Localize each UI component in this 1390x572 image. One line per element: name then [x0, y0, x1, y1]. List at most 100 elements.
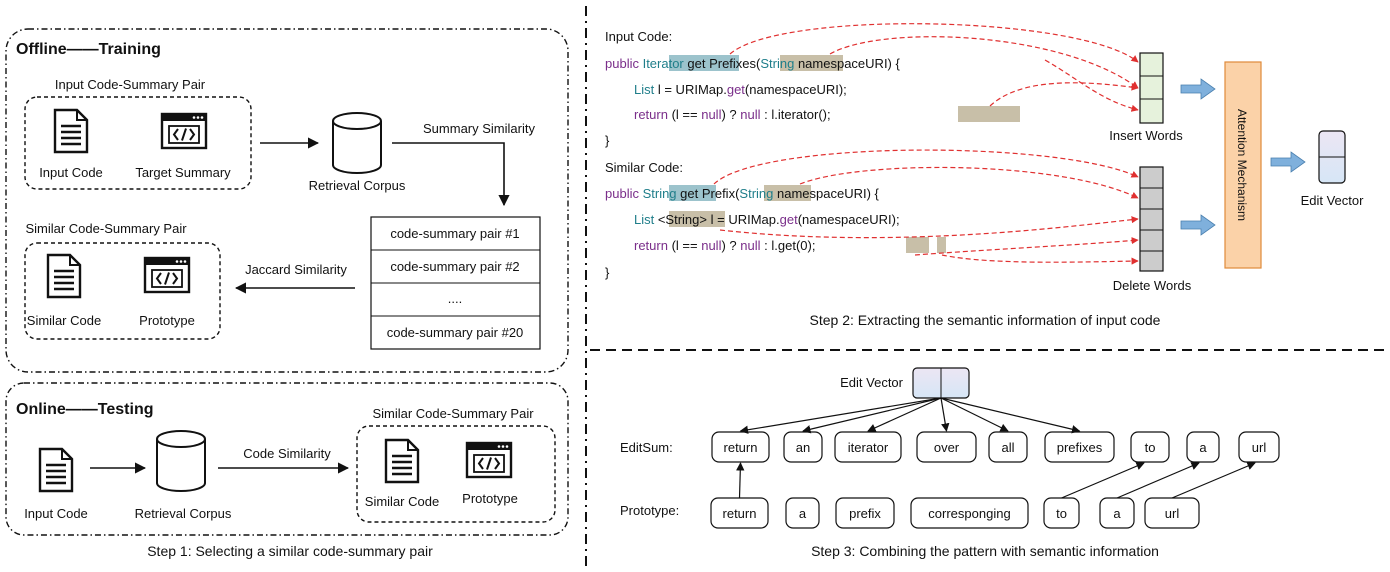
attention-mechanism-box: [1224, 61, 1262, 269]
hl-string: [669, 185, 716, 201]
tok: null: [740, 107, 760, 122]
insert-words-label: Insert Words: [1109, 128, 1183, 143]
svg-text:over: over: [934, 440, 960, 455]
tok: (l ==: [668, 107, 701, 122]
tok: l = URIMap.: [654, 82, 727, 97]
online-pair-box: [356, 425, 556, 523]
tok: : l.: [761, 107, 778, 122]
tok: namespaceURI) {: [773, 186, 879, 201]
tok: ();: [818, 107, 830, 122]
prototype-word: a: [785, 497, 820, 529]
input-code-line1: public Iterator get Prefixes(String name…: [605, 56, 900, 71]
step2-caption: Step 2: Extracting the semantic informat…: [810, 312, 1161, 328]
tok: (namespaceURI);: [745, 82, 847, 97]
online-title: Online——Testing: [16, 401, 153, 418]
input-pair-title: Input Code-Summary Pair: [55, 77, 206, 92]
tok: (l ==: [668, 238, 701, 253]
tok: : l.: [761, 238, 778, 253]
attention-mechanism-label: Attention Mechanism: [1235, 109, 1249, 221]
editsum-row-label: EditSum:: [620, 440, 673, 455]
similar-code-title: Similar Code:: [605, 160, 683, 175]
tok: (: [796, 238, 801, 253]
similar-code-label: Similar Code: [27, 313, 101, 328]
step3-edit-vector-icon: [912, 367, 970, 399]
connector-arrow: [1116, 462, 1200, 499]
input-code-brace: }: [605, 133, 610, 148]
svg-text:prefixes: prefixes: [1057, 440, 1103, 455]
connector-arrow: [940, 397, 950, 432]
tok: Iterator: [643, 56, 685, 71]
pair-list: code-summary pair #1 code-summary pair #…: [370, 216, 541, 350]
editsum-word: an: [783, 431, 823, 463]
prototype-word: a: [1099, 497, 1135, 529]
online-input-code-label: Input Code: [24, 506, 88, 521]
pair-item: ....: [448, 291, 462, 306]
target-summary-label: Target Summary: [135, 165, 231, 180]
connector-arrow: [940, 397, 1081, 434]
step1-caption: Step 1: Selecting a similar code-summary…: [147, 543, 433, 559]
tok: null: [740, 238, 760, 253]
tok: l = URIMap.: [707, 212, 780, 227]
editsum-word: all: [988, 431, 1028, 463]
prototype-word: url: [1144, 497, 1200, 529]
jaccard-label: Jaccard Similarity: [245, 262, 347, 277]
tok: List: [634, 82, 655, 97]
tok: List: [634, 212, 658, 227]
prototype-word: prefix: [835, 497, 895, 529]
connector-arrow: [802, 397, 942, 434]
similar-code-line3: return (l == null) ? null : l.get(0);: [634, 238, 815, 253]
input-code-label: Input Code: [39, 165, 103, 180]
step3-caption: Step 3: Combining the pattern with seman…: [811, 543, 1159, 559]
editsum-word: url: [1238, 431, 1280, 463]
online-similar-code-icon: [384, 438, 420, 484]
similar-code-icon: [46, 253, 82, 299]
similar-pair-box: [24, 242, 221, 340]
step2-panel: Input Code: public Iterator get Prefixes…: [605, 23, 1365, 328]
prototype-label: Prototype: [139, 313, 195, 328]
tok: return: [634, 238, 668, 253]
tok: get: [727, 82, 745, 97]
tok: Prefix: [702, 186, 736, 201]
input-code-icon: [53, 108, 89, 154]
online-prototype-label: Prototype: [462, 491, 518, 506]
tok: (: [756, 56, 761, 71]
connector-arrow: [736, 462, 745, 499]
input-code-line3: return (l == null) ? null : l.iterator()…: [634, 107, 831, 122]
tok: (: [735, 186, 740, 201]
tok: iterator: [778, 107, 819, 122]
svg-text:return: return: [723, 506, 757, 521]
svg-text:a: a: [799, 506, 807, 521]
svg-text:return: return: [724, 440, 758, 455]
svg-text:all: all: [1001, 440, 1014, 455]
editsum-word: over: [916, 431, 977, 463]
online-pair-title: Similar Code-Summary Pair: [372, 406, 534, 421]
step3-arrows: [736, 397, 1256, 499]
step3-edit-vector-label: Edit Vector: [840, 375, 904, 390]
insert-words-column: [1139, 52, 1164, 124]
editsum-word: a: [1186, 431, 1220, 463]
block-arrow-delete: [1180, 214, 1216, 236]
tok: get: [677, 186, 702, 201]
tok: get: [778, 238, 796, 253]
tok: ) ?: [721, 107, 740, 122]
delete-words-column: [1139, 166, 1164, 272]
pair-item: code-summary pair #1: [390, 226, 519, 241]
tok: <String>: [658, 212, 707, 227]
svg-text:url: url: [1165, 506, 1180, 521]
tok: 0: [800, 238, 807, 253]
online-retrieval-corpus-label: Retrieval Corpus: [135, 506, 232, 521]
editsum-word: return: [711, 431, 770, 463]
svg-text:a: a: [1113, 506, 1121, 521]
offline-training-box: [5, 28, 569, 373]
arrow-summary-similarity: [392, 142, 510, 207]
svg-text:url: url: [1252, 440, 1267, 455]
similar-code-line2: List <String> l = URIMap.get(namespaceUR…: [634, 212, 900, 227]
input-code-title: Input Code:: [605, 29, 672, 44]
pair-item: code-summary pair #20: [387, 325, 524, 340]
tok: get: [684, 56, 709, 71]
retrieval-corpus-icon: [332, 112, 382, 174]
edit-vector-label: Edit Vector: [1301, 193, 1365, 208]
